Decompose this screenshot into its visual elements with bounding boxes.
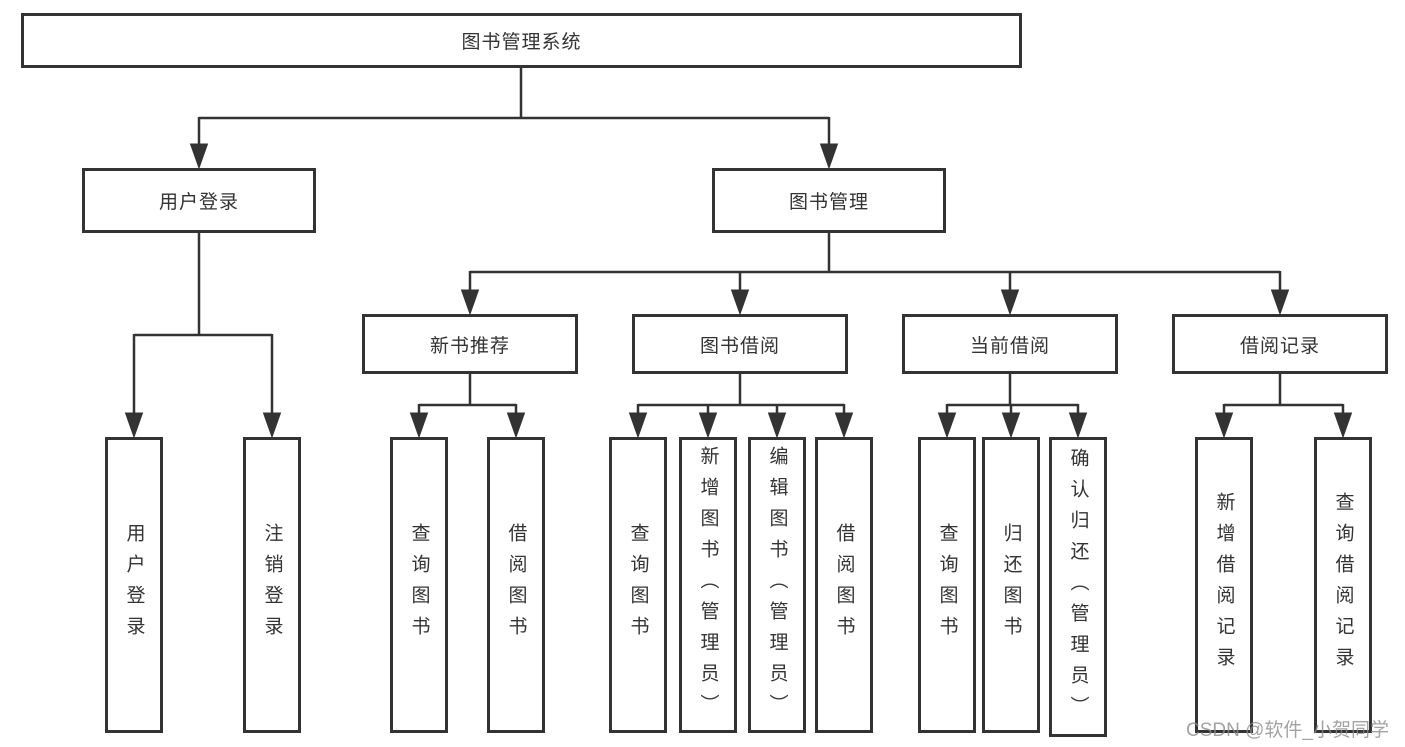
node-current-borrow: 当前借阅 <box>902 314 1118 374</box>
leaf-label: 归还图书 <box>1000 523 1022 647</box>
node-label: 图书管理 <box>788 192 869 213</box>
leaf-query-books-borrow: 查询图书 <box>609 437 667 733</box>
leaf-label: 确认归还（管理员） <box>1067 447 1089 727</box>
node-book-management: 图书管理 <box>712 168 946 233</box>
leaf-label: 注销登录 <box>261 523 283 647</box>
leaf-label: 新增借阅记录 <box>1213 492 1235 678</box>
node-label: 借阅记录 <box>1239 335 1320 357</box>
node-new-book-recommend: 新书推荐 <box>362 314 578 374</box>
leaf-confirm-return-admin: 确认归还（管理员） <box>1049 437 1107 737</box>
leaf-label: 查询图书 <box>408 523 430 647</box>
leaf-label: 用户登录 <box>123 523 145 647</box>
node-label: 新书推荐 <box>429 335 510 357</box>
leaf-label: 查询图书 <box>936 523 958 647</box>
leaf-add-books-admin: 新增图书（管理员） <box>679 437 737 733</box>
node-label: 当前借阅 <box>969 335 1050 357</box>
node-user-login: 用户登录 <box>82 168 316 233</box>
node-book-borrow: 图书借阅 <box>632 314 848 374</box>
leaf-label: 借阅图书 <box>505 523 527 647</box>
node-label: 图书借阅 <box>699 335 780 357</box>
leaf-query-borrow-record: 查询借阅记录 <box>1314 437 1372 733</box>
leaf-label: 新增图书（管理员） <box>697 445 719 725</box>
node-book-management-system: 图书管理系统 <box>21 13 1022 68</box>
leaf-logout: 注销登录 <box>243 437 301 733</box>
node-label: 图书管理系统 <box>461 32 582 53</box>
csdn-watermark: CSDN @软件_小贺同学 <box>1186 720 1389 741</box>
leaf-label: 查询借阅记录 <box>1332 492 1354 678</box>
node-label: 用户登录 <box>158 192 239 213</box>
leaf-user-login: 用户登录 <box>105 437 163 733</box>
leaf-borrow-books: 借阅图书 <box>815 437 873 733</box>
leaf-label: 编辑图书（管理员） <box>766 445 788 725</box>
leaf-add-borrow-record: 新增借阅记录 <box>1195 437 1253 733</box>
leaf-return-books: 归还图书 <box>982 437 1040 733</box>
leaf-label: 查询图书 <box>627 523 649 647</box>
leaf-query-books-recommend: 查询图书 <box>390 437 448 733</box>
node-borrow-records: 借阅记录 <box>1172 314 1388 374</box>
leaf-borrow-books-recommend: 借阅图书 <box>487 437 545 733</box>
leaf-query-books-current: 查询图书 <box>918 437 976 733</box>
leaf-label: 借阅图书 <box>833 523 855 647</box>
leaf-edit-books-admin: 编辑图书（管理员） <box>748 437 806 733</box>
